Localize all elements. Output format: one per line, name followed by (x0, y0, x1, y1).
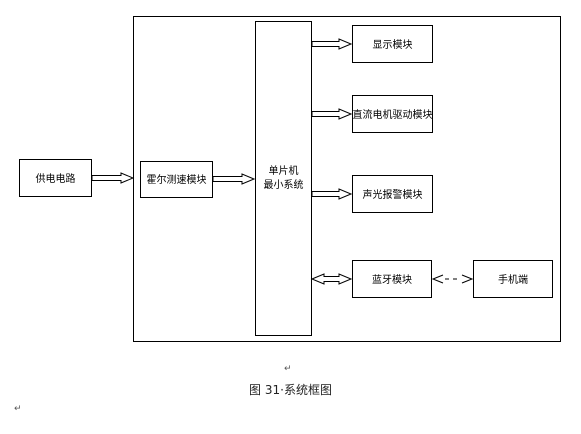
arrow-mcu-to-alarm (311, 188, 353, 200)
power-supply-label: 供电电路 (36, 172, 76, 185)
phone-label: 手机端 (498, 273, 528, 286)
phone-block: 手机端 (473, 260, 553, 298)
bluetooth-module-label: 蓝牙模块 (372, 274, 412, 286)
alarm-module-label: 声光报警模块 (363, 188, 423, 201)
system-frame (133, 16, 561, 342)
arrow-hall-to-mcu (212, 173, 256, 185)
display-module-block: 显示模块 (352, 25, 433, 63)
alarm-module-block: 声光报警模块 (352, 175, 433, 213)
wireless-link-bluetooth-phone (431, 274, 474, 284)
figure-caption: 图 31·系统框图 (249, 383, 332, 397)
arrow-mcu-to-display (311, 38, 353, 50)
mcu-label-line1: 单片机 (269, 164, 299, 177)
display-module-label: 显示模块 (373, 39, 413, 51)
mcu-block: 单片机 最小系统 (255, 21, 312, 336)
motor-driver-label: 直流电机驱动模块 (353, 108, 433, 121)
arrow-power-to-hall (91, 172, 135, 184)
bluetooth-module-block: 蓝牙模块 (352, 260, 432, 298)
hall-speed-module-label: 霍尔测速模块 (147, 173, 207, 186)
mcu-label-line2: 最小系统 (264, 178, 304, 191)
paragraph-mark-bottom: ↵ (14, 404, 22, 414)
arrow-mcu-to-motor (311, 108, 353, 120)
power-supply-block: 供电电路 (19, 159, 92, 197)
paragraph-mark: ↵ (284, 364, 292, 374)
hall-speed-module-block: 霍尔测速模块 (140, 161, 213, 198)
arrow-mcu-bluetooth-bidirectional (310, 273, 353, 285)
motor-driver-block: 直流电机驱动模块 (352, 95, 433, 133)
